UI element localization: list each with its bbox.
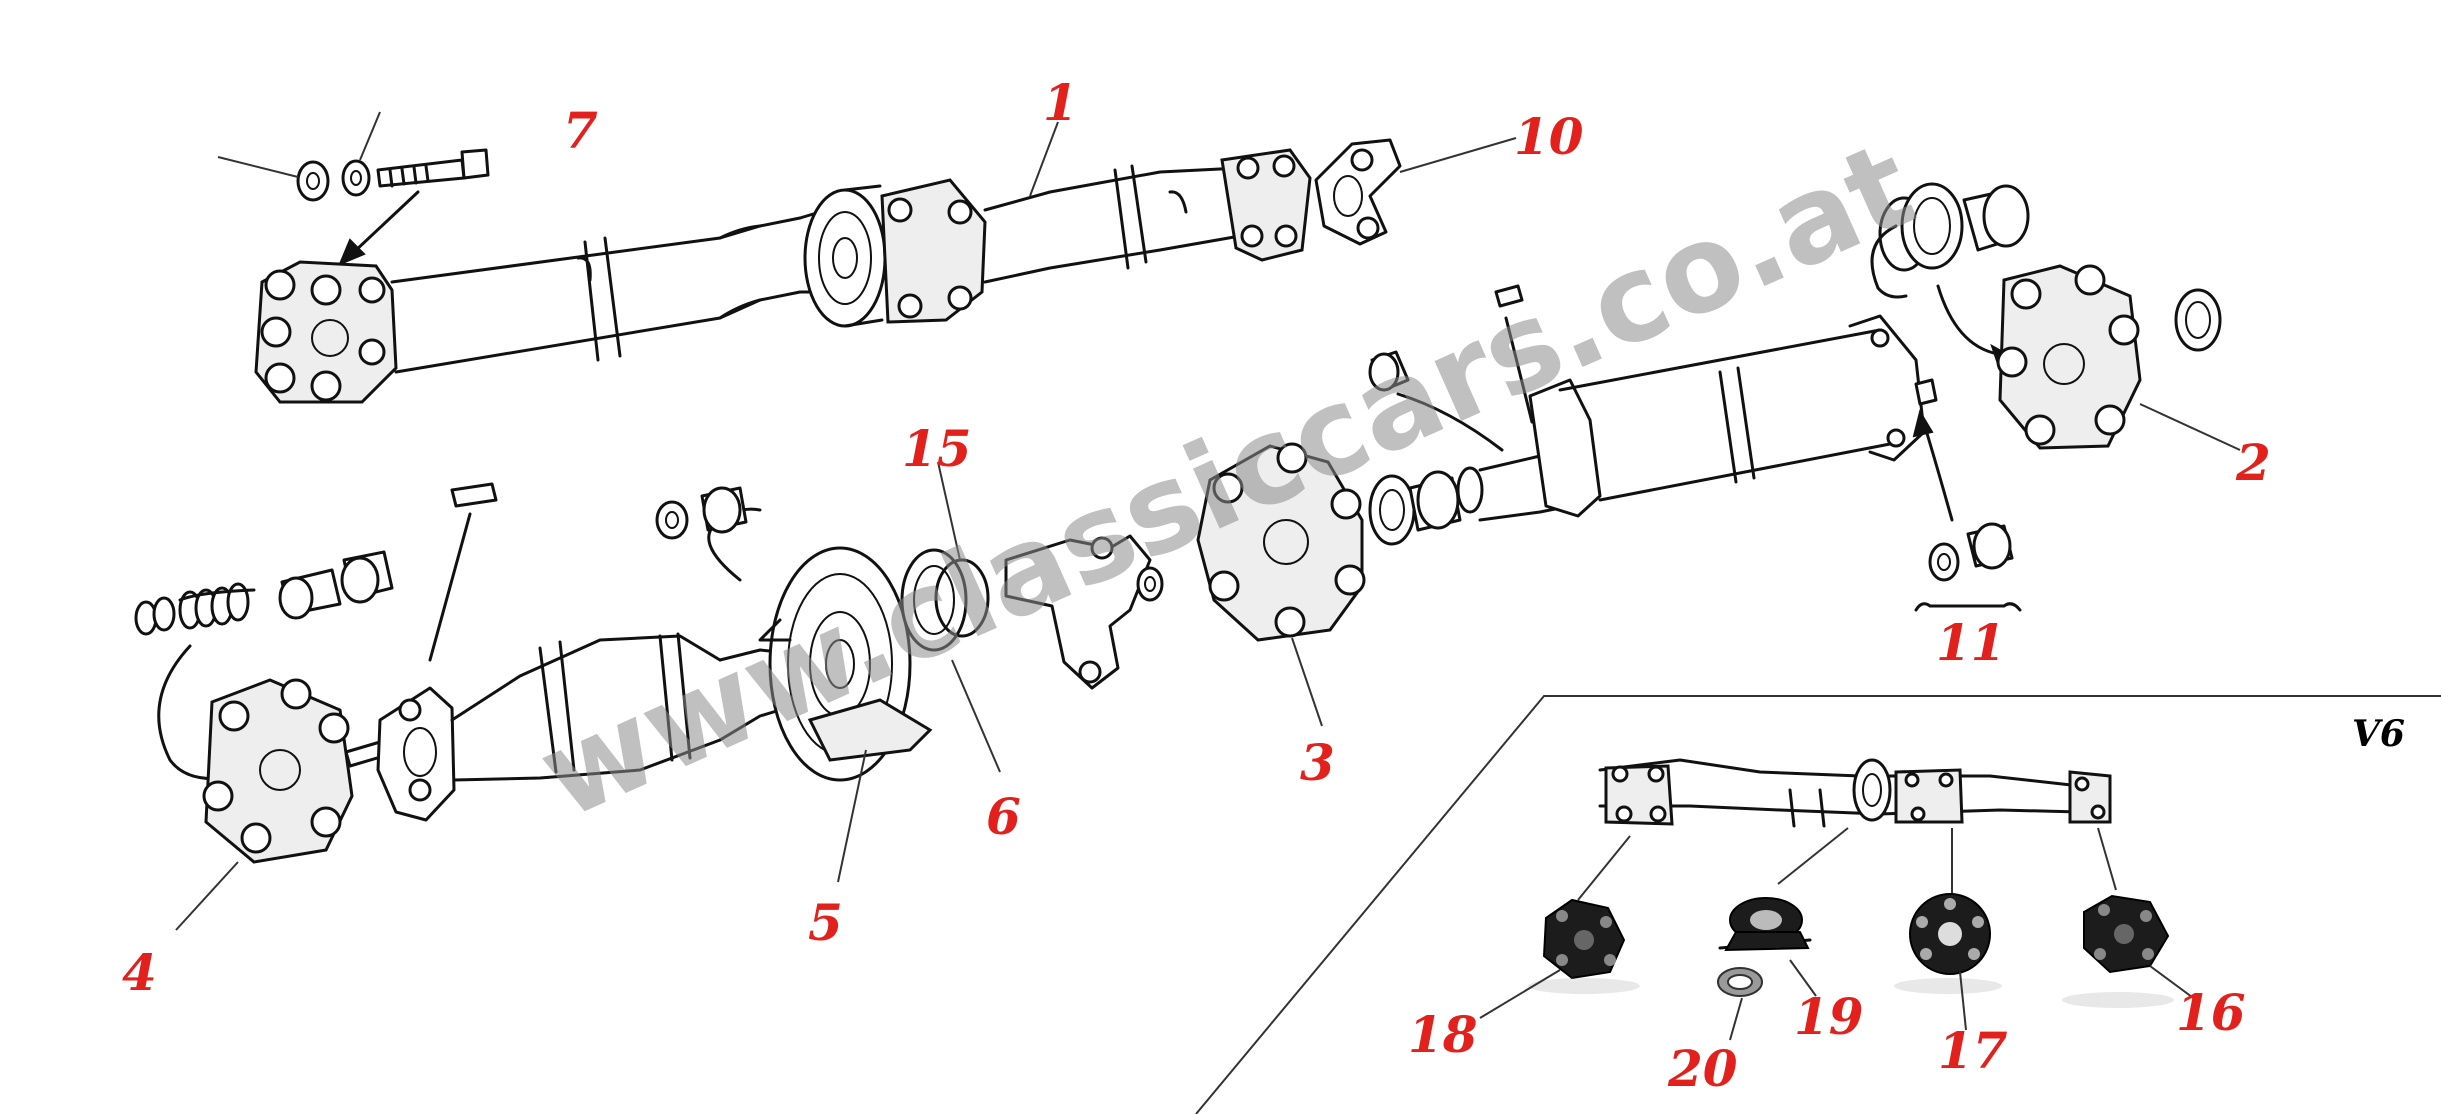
callout-15: 15 <box>902 419 972 478</box>
callout-18: 18 <box>1408 1005 1478 1064</box>
upper-propshaft-assembly <box>217 111 1517 404</box>
upper-center-bearing <box>803 178 987 328</box>
center-rubber-coupling <box>1196 442 1366 727</box>
callout-numbers: 1 2 3 4 5 6 7 10 11 15 16 17 18 19 20 <box>122 73 2271 1098</box>
lower-rear-tube <box>1368 284 1938 522</box>
callout-19: 19 <box>1794 987 1864 1046</box>
circlip-and-ring <box>900 461 1001 773</box>
v6-label: V6 <box>2352 713 2405 755</box>
callout-7: 7 <box>563 101 598 160</box>
lower-front-flange <box>344 686 456 822</box>
spring-and-bush-set <box>134 482 498 792</box>
callout-16: 16 <box>2176 983 2246 1042</box>
v6-center-bearing-19 <box>1718 897 1817 997</box>
callout-6: 6 <box>986 787 1021 846</box>
upper-rear-flange <box>1029 121 1517 262</box>
callout-1: 1 <box>1043 73 1078 132</box>
lower-propshaft-assembly <box>134 284 1938 931</box>
callout-10: 10 <box>1514 107 1584 166</box>
lower-tube <box>450 632 782 782</box>
callout-20: 20 <box>1667 1039 1738 1098</box>
callout-4: 4 <box>122 943 157 1002</box>
v6-inset: V6 <box>1195 695 2441 1114</box>
upper-tube <box>390 210 822 374</box>
front-rubber-coupling <box>254 260 398 404</box>
callout-5: 5 <box>808 893 843 952</box>
watermark-text: www.classiccars.co.at <box>520 116 1933 847</box>
v6-washer-20 <box>1717 967 1763 1041</box>
center-support-bearing <box>655 486 933 883</box>
callout-2: 2 <box>2235 433 2271 492</box>
bolt-and-washers <box>217 111 490 202</box>
v6-mini-shaft <box>1598 758 2112 828</box>
callout-3: 3 <box>1300 733 1335 792</box>
v6-flex-disc-16 <box>2062 894 2197 1008</box>
callout-11: 11 <box>1936 613 2006 672</box>
lower-flange-yoke <box>1004 534 1164 690</box>
callout-17: 17 <box>1938 1021 2008 1080</box>
lower-front-coupling <box>175 678 354 931</box>
rear-coupling-group <box>1870 182 2241 612</box>
upper-rear-tube <box>983 164 1242 284</box>
seal-rings <box>1368 466 1484 546</box>
v6-flex-disc-18 <box>1479 898 1640 1019</box>
v6-flex-disc-17 <box>1894 893 2002 1031</box>
